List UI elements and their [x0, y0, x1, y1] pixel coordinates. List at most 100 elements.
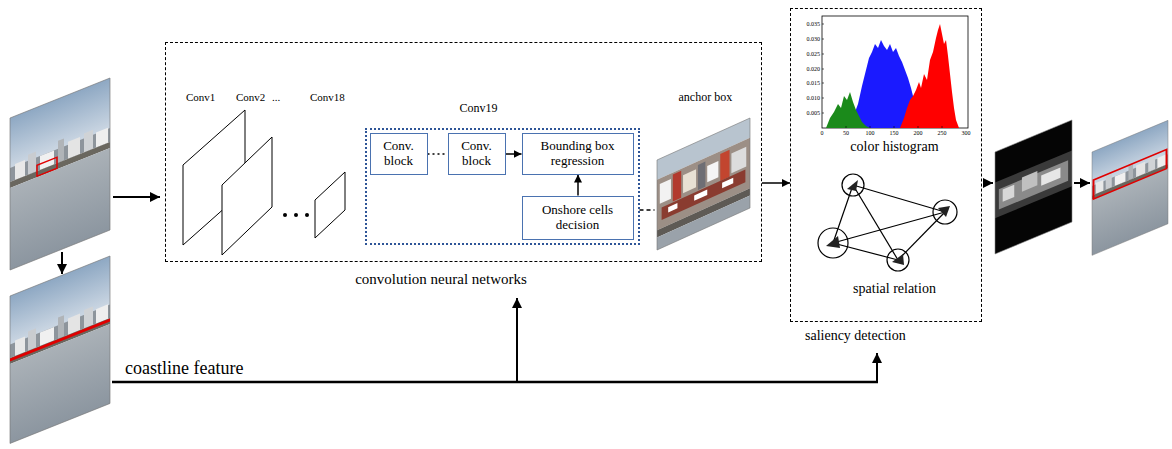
tick-label: 0.010 — [807, 95, 821, 101]
output-photo — [1092, 120, 1168, 255]
histogram-chart — [822, 69, 824, 70]
relation-graph — [833, 185, 853, 243]
relation-graph — [847, 180, 858, 191]
graph-panel: spatial relation — [812, 165, 978, 300]
tick-label: 0.030 — [807, 36, 821, 42]
anchor-photo — [657, 118, 750, 250]
ellipsis-dots — [305, 213, 309, 217]
anchor-photo — [694, 190, 707, 201]
anchor-photo — [673, 171, 681, 202]
tick-label: 0.025 — [807, 51, 821, 57]
conv-layer — [183, 110, 345, 255]
network-group: Conv. block Conv. block Bounding box regre… — [165, 42, 762, 262]
node-label: Conv. block — [375, 139, 423, 169]
process-box: Conv. block — [370, 133, 428, 175]
anchor-photo — [707, 161, 718, 182]
relation-graph — [818, 174, 957, 271]
tick-label: 300 — [962, 130, 971, 136]
anchor-photo — [668, 203, 677, 213]
image-panel: anchor box — [655, 115, 752, 252]
node-label: spatial relation — [853, 281, 936, 297]
histogram-chart — [870, 126, 871, 128]
connector-arrow — [640, 209, 655, 211]
anchor-photo — [683, 169, 696, 193]
layer-group: Conv. block Conv. block Bounding box regre… — [365, 128, 640, 245]
anchor-photo — [722, 178, 733, 188]
layer-label: Conv18 — [310, 92, 345, 103]
histogram-chart — [822, 39, 824, 40]
tick-label: 200 — [914, 130, 923, 136]
histogram-chart — [900, 24, 959, 128]
relation-graph — [887, 249, 909, 271]
relation-graph — [826, 180, 950, 265]
flow-arrow — [516, 298, 518, 382]
relation-graph — [833, 243, 898, 260]
relation-graph — [853, 185, 898, 260]
flow-arrow — [61, 252, 63, 274]
feature-label: coastline feature — [125, 359, 243, 377]
flow-arrow — [1074, 182, 1090, 184]
tick-label: 150 — [890, 130, 899, 136]
connector-arrow — [577, 175, 579, 196]
saliency-map — [995, 120, 1072, 254]
histogram-chart — [822, 83, 824, 84]
saliency-map — [995, 151, 1072, 219]
saliency-map — [995, 120, 1072, 254]
tick-label: 0.005 — [807, 110, 821, 116]
flow-arrow — [983, 182, 993, 184]
process-box: Bounding box regression — [522, 133, 634, 175]
histogram-chart — [822, 24, 824, 25]
layer-label: ... — [272, 92, 280, 103]
histogram-chart — [822, 54, 824, 55]
anchor-photo — [720, 150, 729, 181]
node-label: Conv19 — [460, 102, 498, 115]
ellipsis-dots — [283, 213, 309, 217]
histogram-chart — [822, 16, 968, 128]
anchor-photo — [698, 162, 705, 191]
tick-label: 250 — [938, 130, 947, 136]
relation-graph — [818, 174, 957, 271]
relation-graph — [898, 212, 945, 260]
input-photo — [37, 157, 57, 176]
anchor-photo — [660, 179, 671, 204]
node-label: convolution neural networks — [355, 271, 527, 288]
node-label: Onshore cells decision — [527, 203, 629, 233]
output-photo — [1092, 120, 1168, 255]
saliency-map — [1041, 168, 1060, 186]
relation-graph — [933, 200, 957, 224]
flow-arrow — [113, 196, 160, 198]
saliency-map — [999, 160, 1068, 209]
tick-label: 50 — [843, 130, 849, 136]
relation-graph — [833, 212, 945, 243]
coastline-photo — [10, 256, 110, 443]
relation-graph — [826, 236, 840, 248]
histogram-chart — [822, 113, 824, 114]
ellipsis-dots — [294, 213, 298, 217]
relation-graph — [892, 254, 904, 265]
histogram-chart — [918, 126, 919, 128]
histogram-chart — [846, 126, 847, 128]
saliency-map — [995, 120, 1072, 254]
histogram-chart — [894, 126, 895, 128]
node-label: saliency detection — [805, 328, 906, 343]
saliency-map — [1003, 185, 1015, 202]
input-photo — [10, 78, 110, 270]
tick-label: 0.015 — [807, 80, 821, 86]
connector-arrow — [762, 182, 790, 184]
output-photo — [1094, 150, 1167, 199]
connector-arrow — [506, 153, 522, 155]
histogram-chart — [822, 24, 942, 128]
connector-arrow — [428, 153, 448, 155]
process-box: Conv. block — [448, 133, 506, 175]
ellipsis-dots — [283, 213, 287, 217]
anchor-photo — [657, 195, 750, 250]
input-photo — [10, 78, 110, 270]
anchor-photo — [731, 147, 746, 174]
decision-box: Onshore cells decision — [522, 196, 634, 240]
node-label: Conv. block — [453, 139, 501, 169]
histogram-chart — [942, 126, 943, 128]
node-label: Bounding box regression — [527, 139, 629, 169]
